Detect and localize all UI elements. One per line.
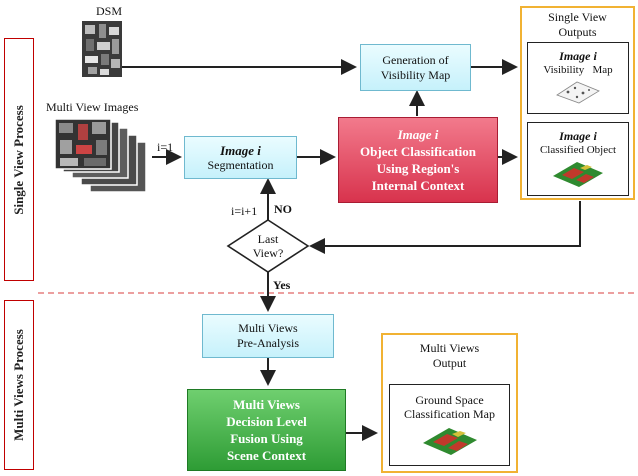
- visibility-map-generation-box: Generation of Visibility Map: [360, 44, 471, 91]
- fusion-line1: Multi Views: [233, 397, 300, 412]
- classified-output-title: Image i: [559, 129, 597, 143]
- arrow-outputs-to-decision: [309, 201, 581, 254]
- visibility-map-thumbnail: [556, 81, 600, 104]
- decision-fusion-box: Multi Views Decision Level Fusion Using …: [187, 389, 346, 471]
- fusion-line4: Scene Context: [226, 448, 307, 463]
- edge-label-i-init: i=1: [157, 140, 174, 154]
- classification-line4: Internal Context: [371, 178, 465, 193]
- single-view-section-text: Single View Process: [11, 104, 26, 215]
- pre-analysis-box: Multi Views Pre-Analysis: [202, 314, 334, 358]
- segmentation-title: Image i: [220, 142, 261, 158]
- segmentation-label: Segmentation: [207, 157, 274, 172]
- classified-output-label: Classified Object: [539, 144, 617, 156]
- multi-views-section-text: Multi Views Process: [11, 329, 26, 441]
- visibility-output-label: Visibility Map: [543, 64, 613, 76]
- decision-text: Last View?: [238, 232, 298, 260]
- single-view-outputs-title-1: Single View: [548, 10, 607, 24]
- visibility-output-title: Image i: [559, 49, 597, 63]
- single-view-outputs-title-2: Outputs: [558, 25, 597, 39]
- segmentation-box: Image i Segmentation: [184, 136, 297, 179]
- pre-analysis-line2: Pre-Analysis: [237, 336, 299, 350]
- ground-classification-output: Ground Space Classification Map: [389, 384, 510, 466]
- edge-label-yes: Yes: [273, 278, 291, 292]
- decision-line1: Last: [257, 232, 279, 246]
- multi-views-output-title-1: Multi Views: [419, 341, 480, 355]
- fusion-line2: Decision Level: [226, 414, 307, 429]
- ground-classification-thumbnail: [422, 428, 477, 455]
- ground-output-line1: Ground Space: [415, 393, 484, 407]
- decision-line2: View?: [252, 246, 284, 260]
- multi-views-section-label: Multi Views Process: [4, 300, 34, 470]
- ground-output-line2: Classification Map: [404, 407, 495, 421]
- visibility-gen-line2: Visibility Map: [380, 67, 451, 82]
- classification-line3: Using Region's: [376, 161, 460, 176]
- dsm-label: DSM: [96, 4, 123, 18]
- multi-view-images-label: Multi View Images: [46, 100, 139, 114]
- classification-title: Image i: [397, 127, 439, 142]
- multi-view-images-stack: [54, 118, 154, 196]
- decision-diamond: [226, 219, 310, 273]
- classified-object-thumbnail: [553, 162, 603, 187]
- single-view-section-label: Single View Process: [4, 38, 34, 281]
- classification-line2: Object Classification: [360, 144, 476, 159]
- edge-label-no: NO: [274, 202, 292, 216]
- visibility-gen-line1: Generation of: [382, 52, 449, 67]
- classified-object-output: Image i Classified Object: [527, 122, 629, 196]
- multi-views-output-title-2: Output: [432, 356, 467, 370]
- edge-label-i-increment: i=i+1: [231, 204, 258, 218]
- pre-analysis-line1: Multi Views: [238, 321, 298, 335]
- dsm-image: [82, 21, 122, 77]
- object-classification-box: Image i Object Classification Using Regi…: [338, 117, 498, 203]
- visibility-map-output: Image i Visibility Map: [527, 42, 629, 114]
- fusion-line3: Fusion Using: [230, 431, 303, 446]
